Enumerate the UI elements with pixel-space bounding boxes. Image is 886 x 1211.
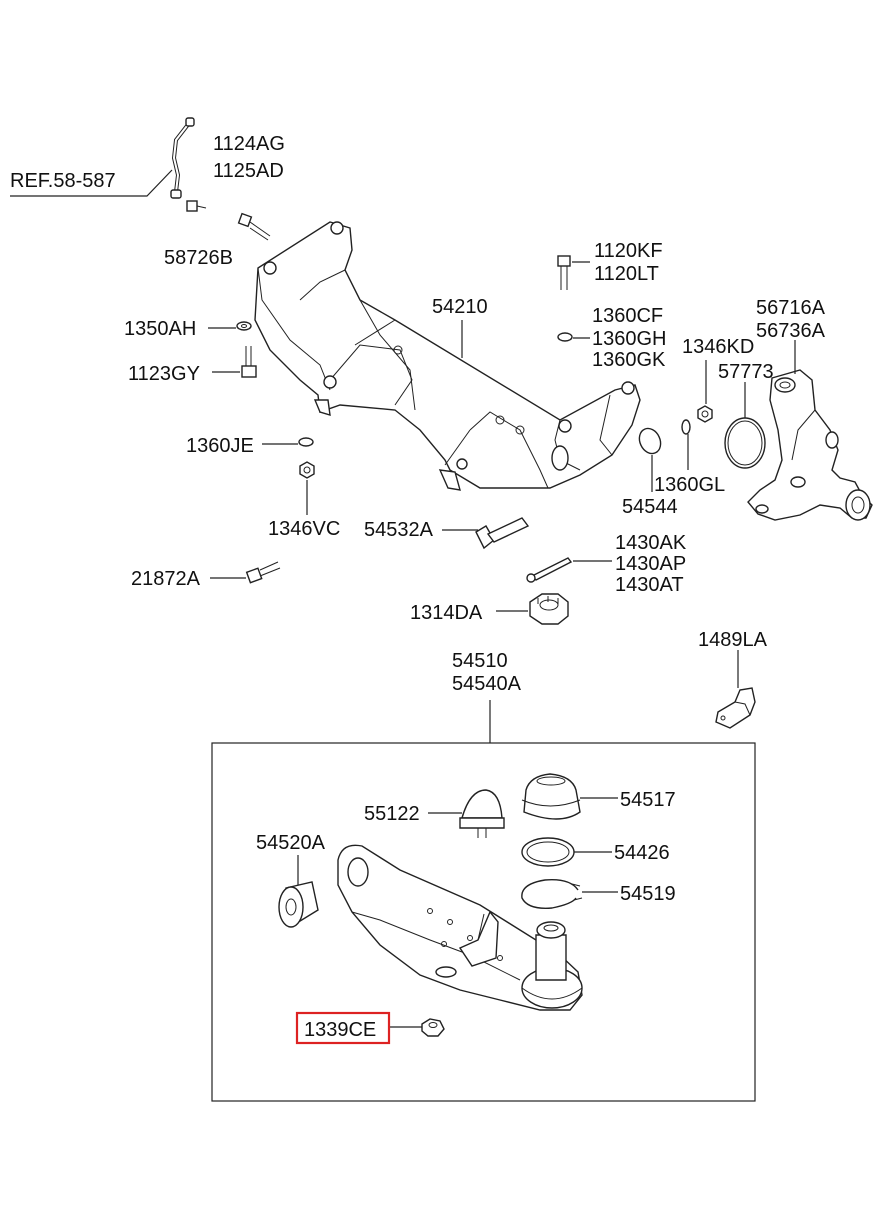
- label-56736a[interactable]: 56736A: [756, 320, 826, 342]
- label-1360je[interactable]: 1360JE: [186, 435, 254, 457]
- bolt-1123gy: [241, 346, 257, 378]
- label-56716a[interactable]: 56716A: [756, 297, 826, 319]
- bushing-54520a: [278, 881, 319, 928]
- label-1360cf[interactable]: 1360CF: [592, 305, 663, 327]
- label-1120kf[interactable]: 1120KF: [594, 240, 663, 262]
- label-1314da[interactable]: 1314DA: [410, 602, 483, 624]
- bolt-1120kf: [557, 255, 571, 290]
- label-54210[interactable]: 54210: [432, 296, 488, 318]
- brake-hose: [170, 117, 195, 199]
- snap-ring-54519: [521, 879, 583, 909]
- label-54544[interactable]: 54544: [622, 496, 678, 518]
- label-1124ag[interactable]: 1124AG: [213, 133, 285, 155]
- ref-leader-line: [10, 169, 173, 197]
- label-1360gk[interactable]: 1360GK: [592, 349, 666, 371]
- washer-54544: [638, 427, 662, 455]
- label-58726b[interactable]: 58726B: [164, 247, 233, 269]
- label-1339ce[interactable]: 1339CE: [304, 1019, 376, 1041]
- label-54517[interactable]: 54517: [620, 789, 676, 811]
- label-1350ah[interactable]: 1350AH: [124, 318, 196, 340]
- clip-1489la: [715, 687, 756, 729]
- label-57773[interactable]: 57773: [718, 361, 774, 383]
- oring-57773: [724, 417, 766, 469]
- washer-1350ah-hole: [241, 324, 247, 328]
- label-54520a[interactable]: 54520A: [256, 832, 326, 854]
- label-54426[interactable]: 54426: [614, 842, 670, 864]
- label-1360gh[interactable]: 1360GH: [592, 328, 667, 350]
- label-1430ap[interactable]: 1430AP: [615, 553, 686, 575]
- label-1346kd[interactable]: 1346KD: [682, 336, 754, 358]
- washer-1360cf: [557, 332, 573, 342]
- label-54510[interactable]: 54510: [452, 650, 508, 672]
- ring-54426-inner: [526, 841, 570, 863]
- bolt-1124ag: [237, 212, 271, 241]
- nut-1346vc: [299, 461, 315, 479]
- label-1123gy[interactable]: 1123GY: [128, 363, 200, 385]
- washer-1360gl: [681, 419, 691, 435]
- cotter-pin-1430ak: [526, 557, 573, 583]
- label-54532a[interactable]: 54532A: [364, 519, 434, 541]
- bolt-21872a: [245, 561, 281, 584]
- label-1360gl[interactable]: 1360GL: [654, 474, 725, 496]
- bolt-54532a: [475, 517, 530, 550]
- bump-stopper-55122: [459, 789, 505, 838]
- label-1430ak[interactable]: 1430AK: [615, 532, 687, 554]
- label-1489la[interactable]: 1489LA: [698, 629, 768, 651]
- lower-arm: [337, 844, 583, 1011]
- ref-label[interactable]: REF.58-587: [10, 170, 116, 192]
- assembly-box: [211, 742, 756, 1102]
- washer-1350ah: [236, 321, 252, 331]
- label-1430at[interactable]: 1430AT: [615, 574, 684, 596]
- oring-57773-inner: [727, 420, 763, 466]
- label-55122[interactable]: 55122: [364, 803, 420, 825]
- label-21872a[interactable]: 21872A: [131, 568, 201, 590]
- castle-nut-1314da: [529, 593, 569, 625]
- dust-cover-54517: [521, 773, 581, 820]
- bolt-58726b: [186, 200, 207, 212]
- crossmember-54210: [254, 221, 641, 491]
- nut-1339ce: [421, 1018, 445, 1037]
- label-1125ad[interactable]: 1125AD: [213, 160, 284, 182]
- nut-1346kd: [697, 405, 713, 423]
- highlight-box-1339ce: [295, 1011, 391, 1045]
- steering-knuckle-56716a: [747, 369, 873, 521]
- washer-1360je: [298, 437, 314, 447]
- label-54540a[interactable]: 54540A: [452, 673, 522, 695]
- label-1120lt[interactable]: 1120LT: [594, 263, 659, 285]
- label-1346vc[interactable]: 1346VC: [268, 518, 340, 540]
- label-54519[interactable]: 54519: [620, 883, 676, 905]
